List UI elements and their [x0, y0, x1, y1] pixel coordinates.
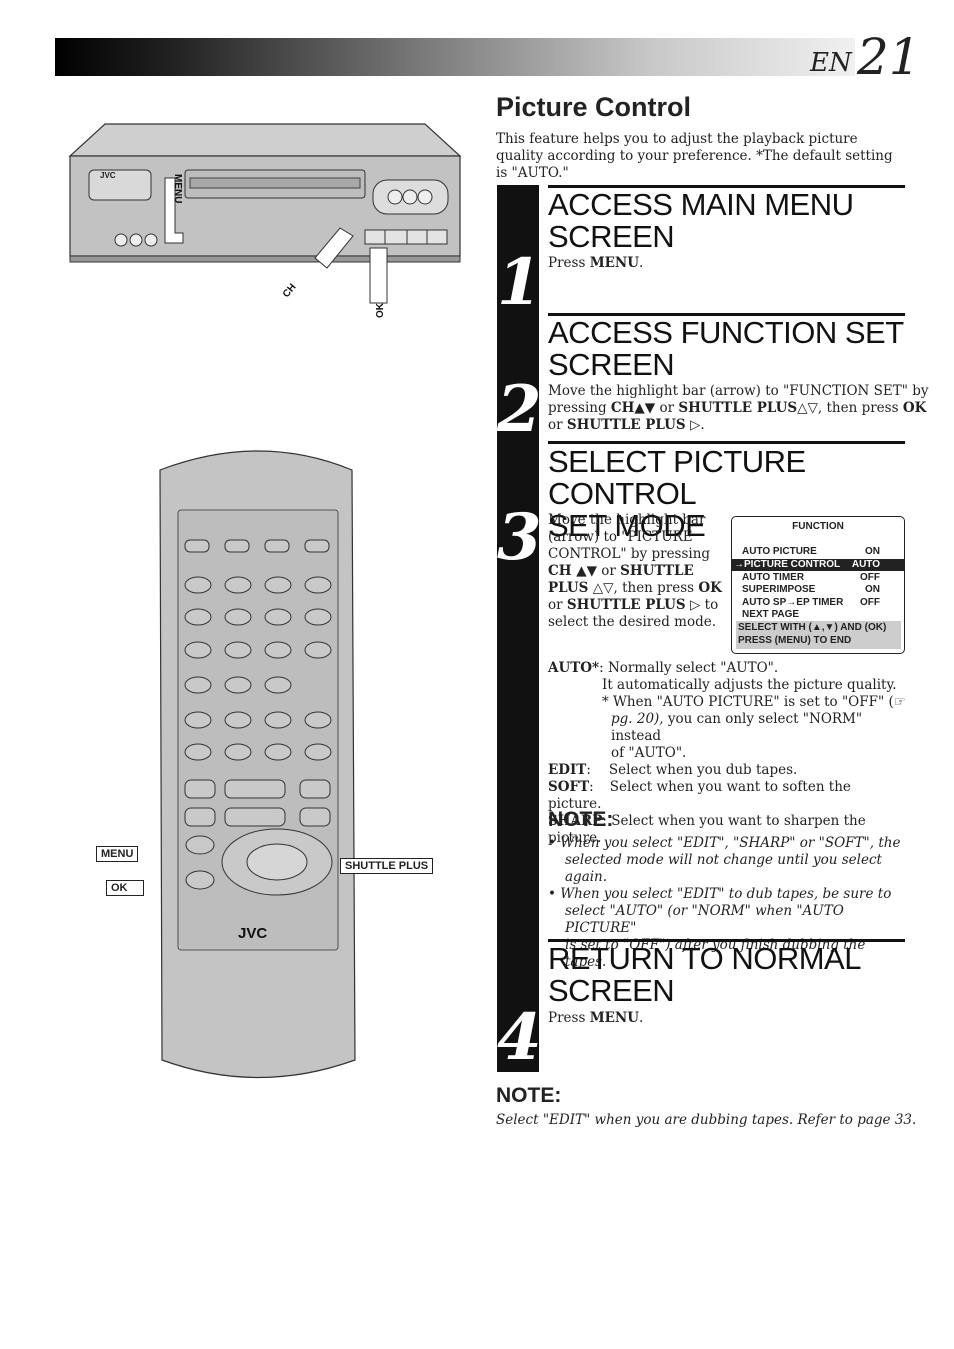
step-number-2: 2 — [497, 372, 542, 447]
intro-text: This feature helps you to adjust the pla… — [496, 131, 893, 181]
osd-row-value: OFF — [860, 597, 880, 608]
remote-ok-callout: OK — [106, 880, 144, 896]
remote-illustration: JVC — [159, 450, 356, 1079]
vcr-illustration: JVC MENU CH OK — [68, 123, 462, 318]
osd-row-label: AUTO PICTURE — [742, 546, 817, 557]
osd-row-value: OFF — [860, 572, 880, 583]
osd-highlight — [732, 559, 904, 571]
step2-rule — [548, 313, 905, 316]
page-number: 21 — [857, 28, 921, 86]
step1-text: Press MENU. — [548, 255, 644, 271]
remote-brand: JVC — [238, 925, 267, 942]
vcr-menu-label: MENU — [172, 174, 183, 203]
osd-row-label: NEXT PAGE — [742, 609, 800, 620]
note-heading-1: NOTE: — [548, 808, 614, 831]
header-bar — [55, 38, 855, 76]
remote-menu-callout: MENU — [96, 846, 139, 862]
vcr-ch-label: CH — [281, 282, 299, 300]
function-menu-screen: FUNCTION AUTO PICTURE ON →PICTURE CONTRO… — [731, 516, 905, 654]
vcr-ok-label: OK — [375, 302, 386, 318]
note-body-1: • When you select "EDIT", "SHARP" or "SO… — [548, 835, 901, 970]
osd-row-value: ON — [865, 584, 880, 595]
vcr-brand: JVC — [100, 171, 116, 180]
osd-title: FUNCTION — [792, 521, 844, 532]
osd-row-label: AUTO TIMER — [742, 572, 805, 583]
note-body-2: Select "EDIT" when you are dubbing tapes… — [496, 1112, 917, 1128]
note-heading-2: NOTE: — [496, 1084, 562, 1107]
step4-text: Press MENU. — [548, 1010, 644, 1026]
step-number-3: 3 — [497, 500, 542, 575]
step-number-1: 1 — [497, 245, 542, 320]
step1-rule — [548, 185, 905, 188]
step4-rule — [548, 939, 905, 942]
language-label: EN — [810, 48, 852, 78]
step2-text: Move the highlight bar (arrow) to "FUNCT… — [548, 383, 929, 433]
osd-footer-2: PRESS (MENU) TO END — [738, 635, 852, 646]
osd-row-label: AUTO SP→EP TIMER — [742, 597, 844, 608]
page-title: Picture Control — [496, 92, 692, 122]
step-bar — [497, 185, 539, 1072]
osd-footer-area — [736, 621, 901, 649]
mode-definitions: AUTO*: Normally select "AUTO". It automa… — [548, 660, 906, 846]
osd-row-label: →PICTURE CONTROL — [734, 559, 841, 570]
step-number-4: 4 — [497, 1000, 542, 1075]
osd-row-label: SUPERIMPOSE — [742, 584, 816, 595]
osd-row-value: AUTO — [851, 559, 880, 570]
step3-rule — [548, 441, 905, 444]
osd-row-value: ON — [865, 546, 880, 557]
remote-shuttle-callout: SHUTTLE PLUS — [340, 858, 434, 874]
step3-text: Move the highlight bar (arrow) to "PICTU… — [548, 512, 722, 630]
osd-footer-1: SELECT WITH (▲,▼) AND (OK) — [738, 622, 887, 633]
